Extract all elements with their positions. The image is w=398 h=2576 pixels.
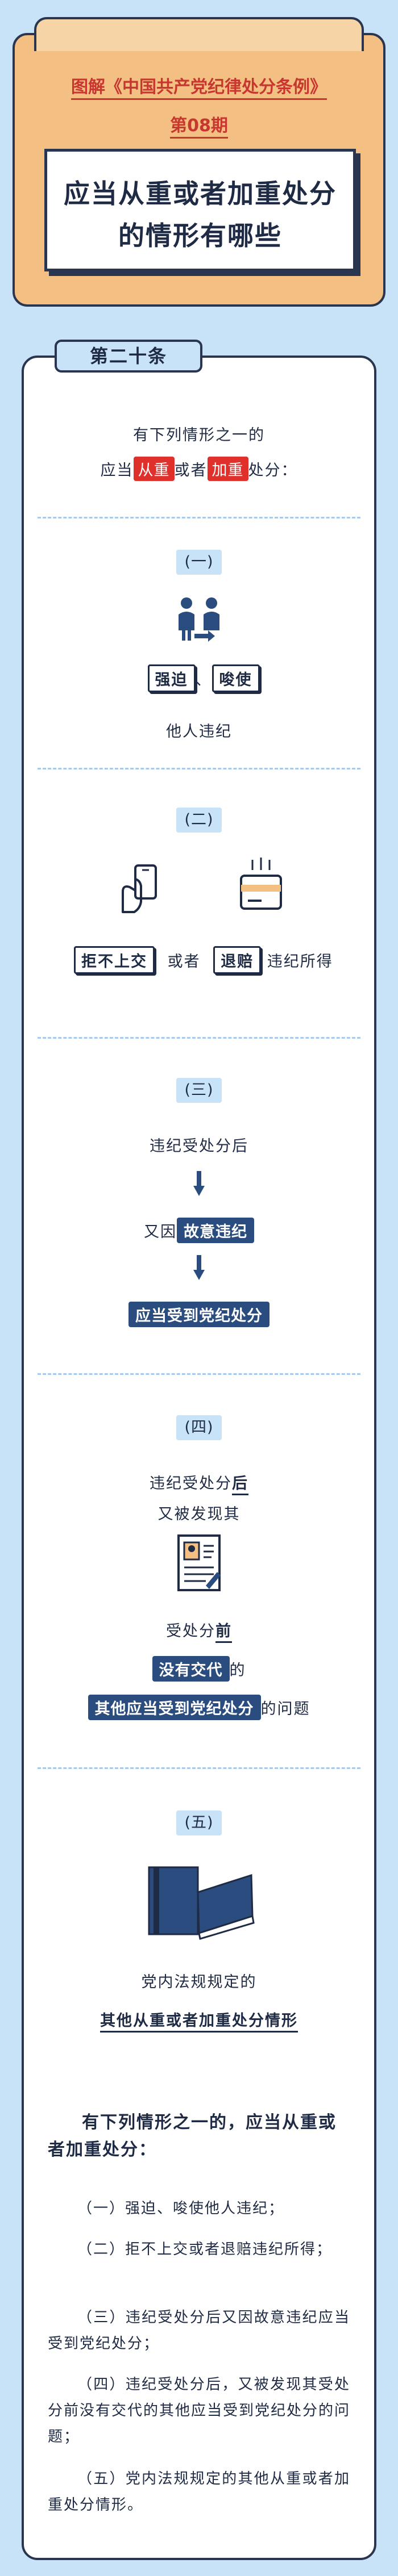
summary-title: 有下列情形之一的，应当从重或者加重处分： (48, 2113, 337, 2160)
section-3-line2: 又因故意违纪 (0, 1218, 398, 1243)
section-4-line1: 违纪受处分后 (0, 1471, 398, 1495)
header-folder-tab (34, 17, 364, 51)
hand-phone-icon (122, 864, 157, 913)
chip-guyiweiji: 故意违纪 (177, 1218, 254, 1243)
summary-item-1: （一）强迫、唆使他人违纪； (77, 2200, 285, 2217)
section-2-line: 拒不上交 或者 退赔 违纪所得 (74, 946, 335, 974)
divider (38, 768, 360, 770)
chip-meiyoujiaodai: 没有交代 (152, 1656, 230, 1682)
books-icon (148, 1866, 255, 1940)
section-3-line3: 应当受到党纪处分 (0, 1302, 398, 1327)
chip-jiazhong: 加重 (207, 457, 248, 481)
issue-number: 第08期 (0, 111, 398, 139)
section-4-number: (四) (176, 1415, 222, 1440)
chip-tuipei: 退赔 (213, 946, 262, 974)
series-title: 图解《中国共产党纪律处分条例》 (0, 73, 398, 100)
article-tag: 第二十条 (55, 340, 202, 373)
divider (38, 1037, 360, 1039)
section-1-number: (一) (176, 550, 222, 575)
section-3-line1: 违纪受处分后 (150, 1138, 248, 1155)
section-4-line3: 受处分前 (0, 1619, 398, 1643)
summary-item-2: （二）拒不上交或者退赔违纪所得； (77, 2241, 333, 2258)
summary-item-5: （五）党内法规规定的其他从重或者加重处分情形。 (48, 2470, 350, 2514)
divider (38, 517, 360, 518)
document-profile-icon (177, 1534, 221, 1591)
page-title-line2: 的情形有哪些 (118, 220, 282, 251)
arrow-down-icon (193, 1255, 205, 1280)
intro-line1: 有下列情形之一的 (133, 426, 265, 444)
people-push-icon (179, 597, 219, 642)
chip-qitayingdang: 其他应当受到党纪处分 (88, 1695, 261, 1720)
card-bill-icon (240, 858, 282, 910)
section-5-line1: 党内法规规定的 (141, 1973, 257, 1991)
section-2-number: (二) (176, 808, 222, 833)
chip-suoshi: 唆使 (212, 664, 260, 692)
section-1-chips: 强迫、唆使 (130, 664, 277, 692)
section-4-line4: 没有交代的 (0, 1656, 398, 1682)
chip-jubushangjiao: 拒不上交 (74, 946, 155, 974)
content-panel (22, 356, 376, 2560)
divider (38, 1373, 360, 1375)
chip-yingdangshoudaodangjichufen: 应当受到党纪处分 (128, 1302, 270, 1327)
section-1-text: 他人违纪 (166, 723, 232, 741)
chip-qiangpo: 强迫 (147, 664, 196, 692)
page-title-line1: 应当从重或者加重处分 (64, 178, 337, 209)
section-5-number: (五) (176, 1810, 222, 1835)
section-5-line2: 其他从重或者加重处分情形 (0, 2008, 398, 2033)
section-4-line2: 又被发现其 (157, 1506, 241, 1523)
summary-item-3: （三）违纪受处分后又因故意违纪应当受到党纪处分； (48, 2309, 350, 2352)
intro-line2: 应当从重或者加重处分： (0, 457, 398, 481)
divider (38, 1767, 360, 1769)
section-3-number: (三) (176, 1078, 222, 1103)
chip-congzhong: 从重 (133, 457, 175, 481)
arrow-down-icon (193, 1171, 205, 1196)
title-card: 应当从重或者加重处分 的情形有哪些 (44, 149, 356, 271)
section-4-line5: 其他应当受到党纪处分的问题 (0, 1695, 398, 1720)
summary-item-4: （四）违纪受处分后，又被发现其受处分前没有交代的其他应当受到党纪处分的问题； (48, 2376, 351, 2445)
